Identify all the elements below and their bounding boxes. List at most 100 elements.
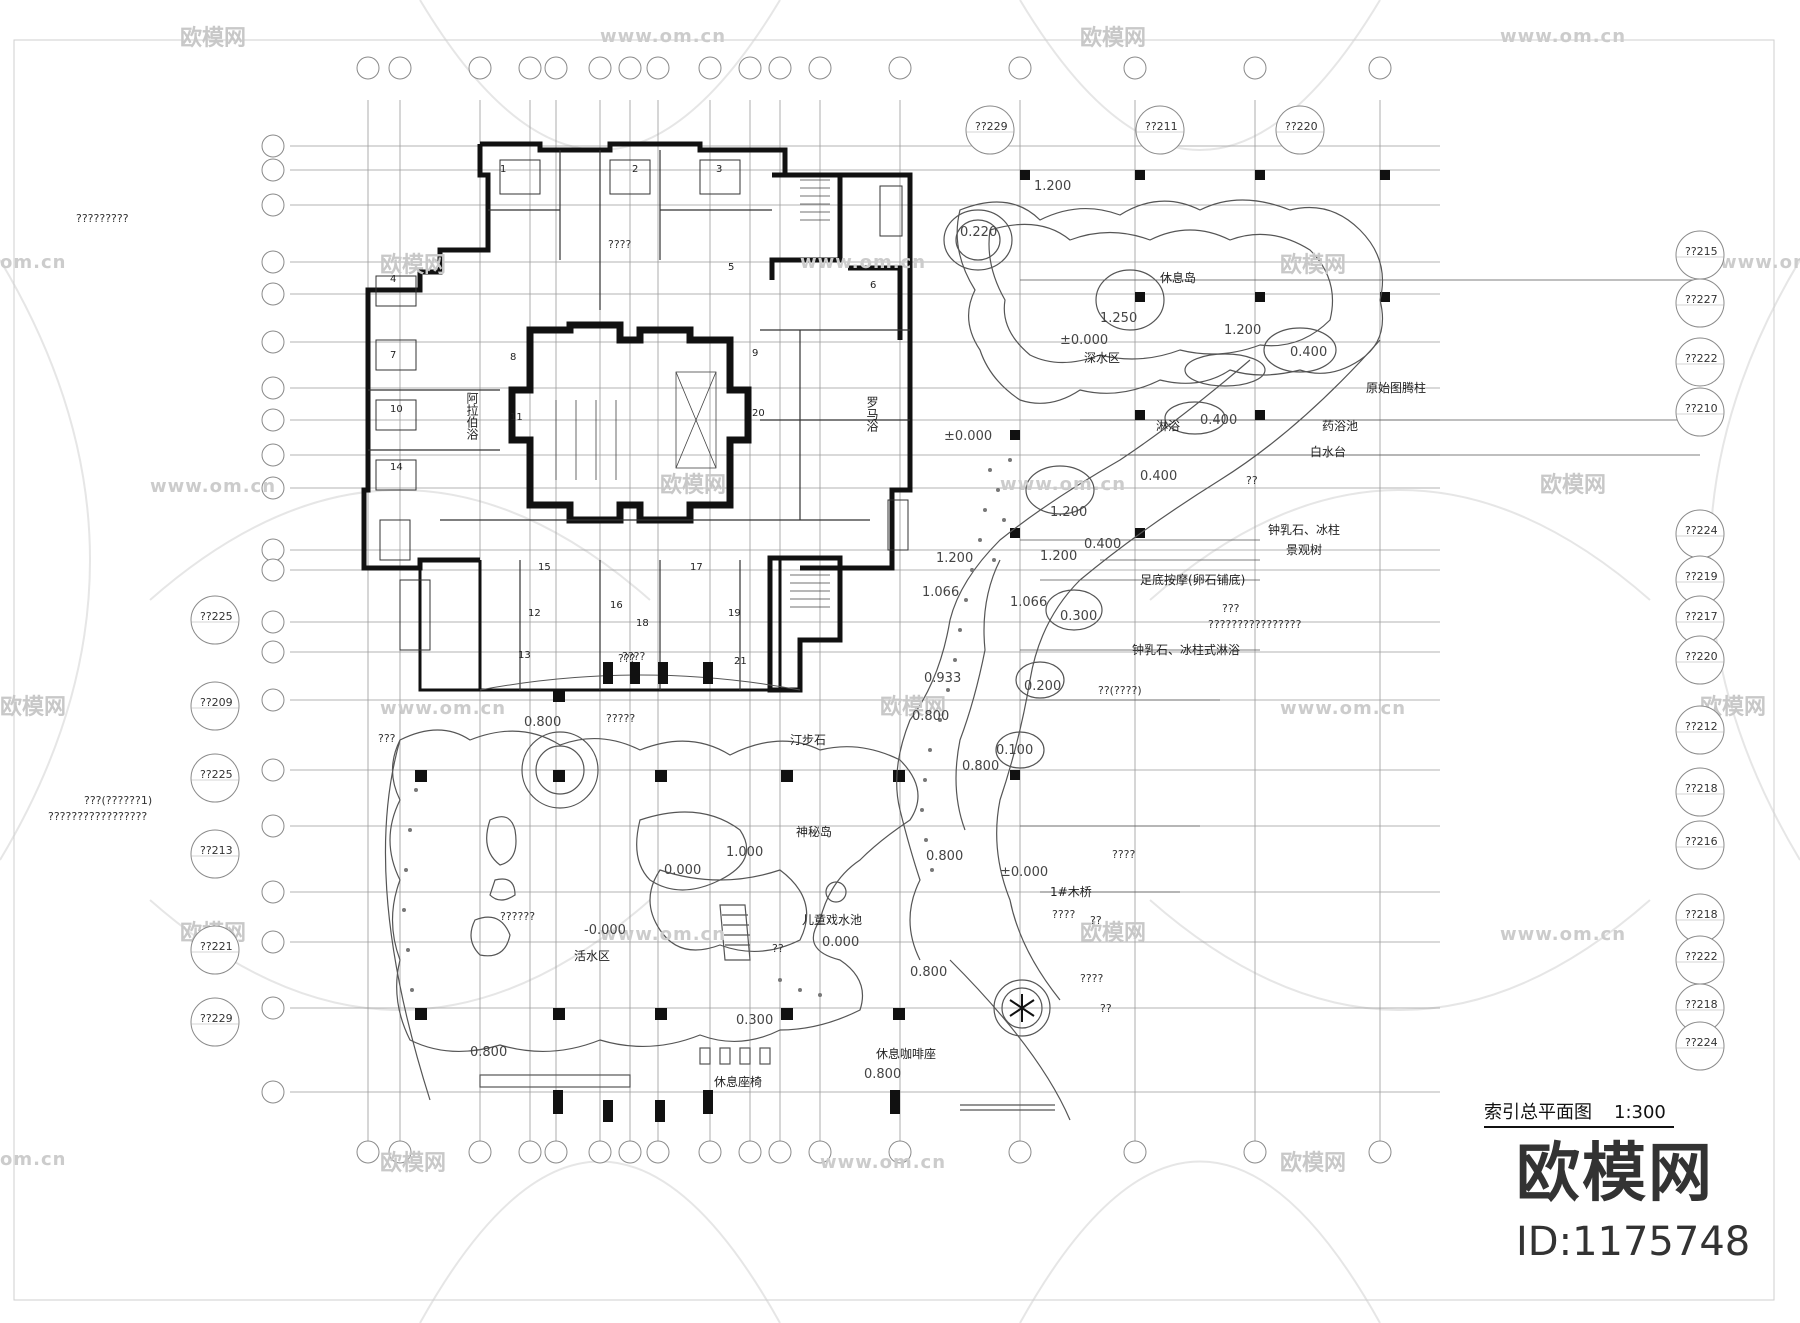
text-marks: ????????? ???? ???? ??? ????????????????… [48,212,1302,1015]
label-baishui-terrace: 白水台 [1310,444,1346,459]
label-stalactite-pillar: 钟乳石、冰柱 [1268,522,1340,537]
svg-text:9: 9 [752,348,758,359]
svg-text:0.400: 0.400 [1200,413,1237,428]
room-numbers: 1 2 3 4 5 6 7 8 9 10 11 12 13 14 15 16 1… [390,164,876,667]
label-herbal-pool: 药浴池 [1322,419,1358,433]
callout-text: ??209 [200,696,233,709]
axis-bubble-top [388,56,412,80]
svg-text:????: ???? [1052,908,1076,921]
callout-bubble: ??210 [1675,387,1725,437]
axis-bubble-top [518,56,542,80]
axis-bubble-left [261,640,285,664]
callout-text: ??229 [200,1012,233,1025]
svg-text:???: ??? [378,732,396,745]
svg-text:www.om.cn: www.om.cn [380,698,506,719]
axis-bubble-left [261,758,285,782]
axis-bubble-top [618,56,642,80]
svg-text:???: ??? [1222,602,1240,615]
svg-text:????: ???? [622,650,646,663]
callout-text: ??218 [1685,908,1718,921]
svg-text:1.200: 1.200 [936,551,973,566]
svg-text:0.400: 0.400 [1084,537,1121,552]
svg-text:0.800: 0.800 [524,715,561,730]
drawing-scale: 1:300 [1614,1102,1666,1123]
svg-text:1.200: 1.200 [1050,505,1087,520]
callout-text: ??211 [1145,120,1178,133]
svg-text:欧模网: 欧模网 [880,694,946,720]
axis-bubble-top [1243,56,1267,80]
callout-bubble: ??224 [1675,509,1725,559]
callout-text: ??220 [1285,120,1318,133]
callout-circle [1675,337,1725,387]
callout-text: ??218 [1685,998,1718,1011]
callout-bubble: ??229 [965,105,1015,155]
svg-text:6: 6 [870,280,876,291]
label-stepping-stone: 汀步石 [790,733,826,747]
svg-text:0.800: 0.800 [910,965,947,980]
label-totem-pillar: 原始图腾柱 [1366,380,1426,395]
axis-bubble-left [261,134,285,158]
svg-text:??: ?? [1246,474,1258,487]
axis-bubble-top [808,56,832,80]
svg-text:0.800: 0.800 [470,1045,507,1060]
label-arab-bath: 阿拉伯浴 [465,392,479,441]
callout-circle [1675,1021,1725,1071]
leader-lines [1020,279,1700,893]
svg-text:8: 8 [510,352,516,363]
svg-text:欧模网: 欧模网 [1280,252,1346,278]
svg-text:16: 16 [610,600,623,611]
callout-circle [1675,635,1725,685]
svg-text:1.066: 1.066 [1010,595,1047,610]
svg-text:欧模网: 欧模网 [1080,25,1146,51]
columns [415,170,1390,1122]
axis-bubble-left [261,282,285,306]
callout-circle [1275,105,1325,155]
callout-circle [1675,767,1725,817]
svg-text:????: ???? [608,238,632,251]
svg-text:1.200: 1.200 [1224,323,1261,338]
label-coffee: 休息咖啡座 [876,1046,936,1061]
axis-bubble-bottom [888,1140,912,1164]
callout-circle [190,829,240,879]
callout-circle [1675,278,1725,328]
axis-bubble-top [1368,56,1392,80]
callout-bubble: ??221 [190,925,240,975]
svg-text:www.om.cn: www.om.cn [1280,698,1406,719]
label-foot-massage: 足底按摩(卵石铺底) [1140,572,1245,587]
axis-bubble-left [261,880,285,904]
callout-bubble: ??222 [1675,935,1725,985]
callout-bubble: ??229 [190,997,240,1047]
callout-bubble: ??220 [1675,635,1725,685]
svg-text:0.400: 0.400 [1290,345,1327,360]
callout-text: ??222 [1685,352,1718,365]
callout-text: ??221 [200,940,233,953]
axis-bubble-left [261,610,285,634]
axis-bubble-left [261,476,285,500]
building [361,141,913,693]
axis-bubble-top [768,56,792,80]
svg-text:www.om.cn: www.om.cn [600,924,726,945]
callout-bubble: ??218 [1675,893,1725,943]
callout-circle [190,925,240,975]
axis-bubbles [261,56,1392,1164]
callout-circle [1675,820,1725,870]
elevation-marks: 1.200 ±0.000 1.250 1.200 0.400 0.400 0.4… [470,179,1327,1082]
axis-bubble-bottom [738,1140,762,1164]
svg-text:14: 14 [390,462,403,473]
axis-bubble-left [261,330,285,354]
callout-circle [1675,705,1725,755]
svg-text:????: ???? [1112,848,1136,861]
axis-bubble-bottom [646,1140,670,1164]
svg-text:0.220: 0.220 [960,225,997,240]
svg-text:欧模网: 欧模网 [1280,1150,1346,1176]
axis-bubble-bottom [1123,1140,1147,1164]
callout-text: ??218 [1685,782,1718,795]
svg-text:0.400: 0.400 [1140,469,1177,484]
axis-bubble-bottom [588,1140,612,1164]
svg-text:±0.000: ±0.000 [1000,865,1048,880]
label-shower: 淋浴 [1156,419,1180,433]
callout-circle [965,105,1015,155]
svg-text:-0.000: -0.000 [584,923,626,938]
axis-bubble-bottom [768,1140,792,1164]
